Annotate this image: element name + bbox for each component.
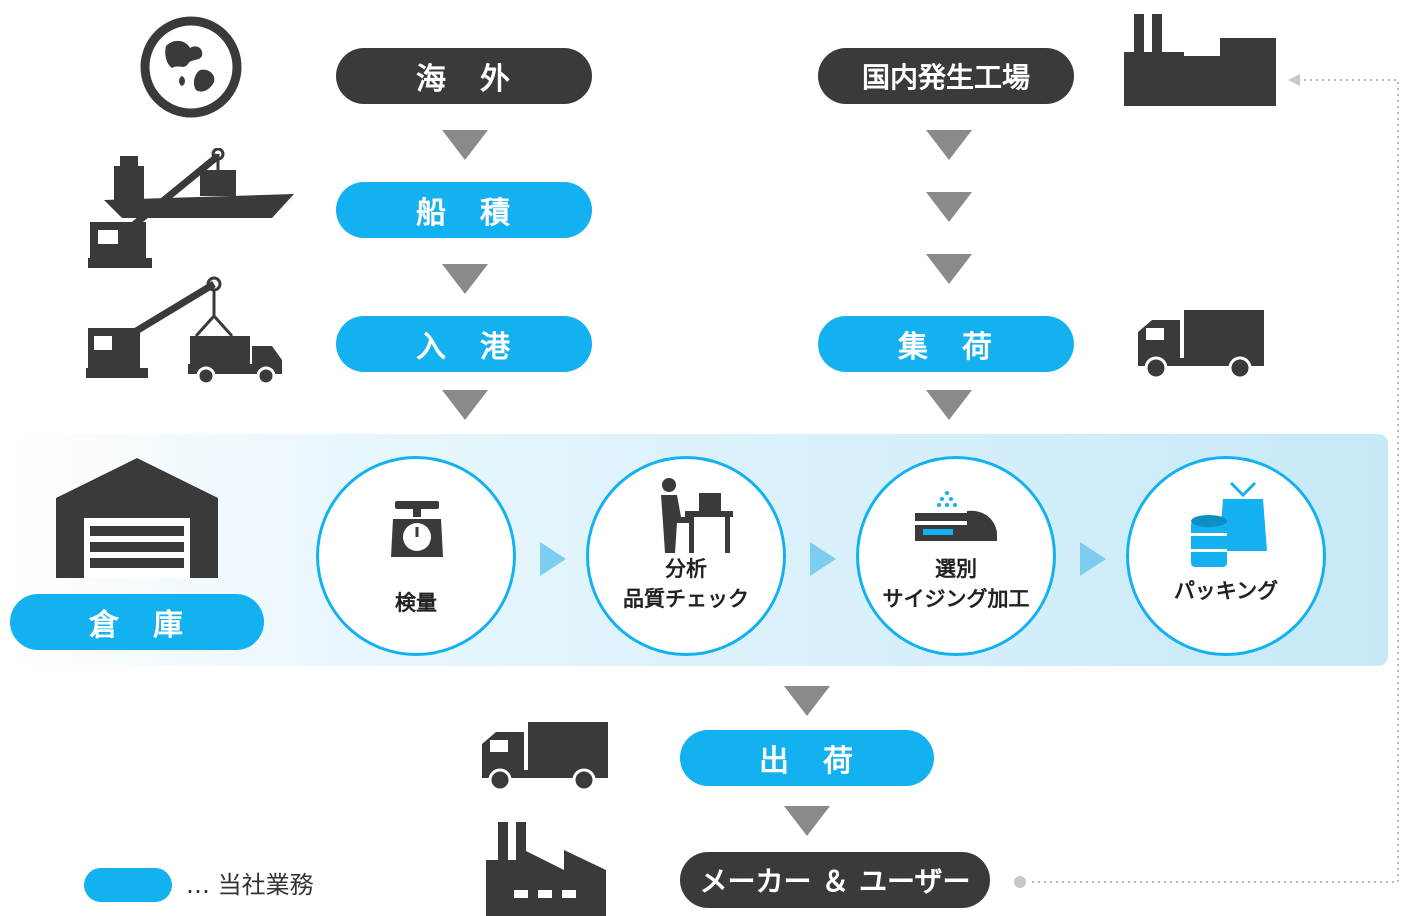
process-sublabel: サイジング加工 [882,587,1030,611]
process-label: 検量 [395,591,437,615]
legend-swatch [84,868,172,902]
process-label: 選別 [935,557,977,581]
crane-truck-icon [86,276,282,386]
down-arrow-4 [926,130,972,160]
process-label: 分析 [665,557,707,581]
process-arrow-2 [810,542,836,576]
shipment-label: 出 荷 [680,730,934,786]
truck-icon [1138,310,1264,380]
down-arrow-8 [784,686,830,716]
process-analysis: 分析 品質チェック [586,456,786,656]
factory-icon [1124,14,1276,106]
factory-icon [486,822,606,916]
port-entry-label: 入 港 [336,316,592,372]
down-arrow-5 [926,192,972,222]
return-arrow-line [1014,74,1399,888]
down-arrow-2 [442,264,488,294]
down-arrow-6 [926,254,972,284]
domestic-factory-label: 国内発生工場 [818,48,1074,104]
globe-icon [140,16,242,118]
truck-icon [482,722,608,792]
inspector-icon [661,478,733,553]
down-arrow-7 [926,390,972,420]
down-arrow-1 [442,130,488,160]
process-sorting: 選別 サイジング加工 [856,456,1056,656]
process-label: パッキング [1173,579,1279,603]
shipping-label: 船 積 [336,182,592,238]
maker-user-label: メーカー ＆ ユーザー [680,852,990,908]
collection-label: 集 荷 [818,316,1074,372]
process-sublabel: 品質チェック [623,587,749,611]
warehouse-label: 倉 庫 [10,594,264,650]
ship-crane-icon [88,148,294,268]
warehouse-icon [56,458,218,578]
process-arrow-3 [1080,542,1106,576]
process-weighing: 検量 [316,456,516,656]
legend-text: … 当社業務 [186,871,314,899]
down-arrow-3 [442,390,488,420]
sorting-machine-icon [915,491,997,541]
drum-bag-icon [1191,481,1267,567]
process-packing: パッキング [1126,456,1326,656]
scale-icon [391,501,443,557]
process-arrow-1 [540,542,566,576]
down-arrow-9 [784,806,830,836]
overseas-label: 海 外 [336,48,592,104]
